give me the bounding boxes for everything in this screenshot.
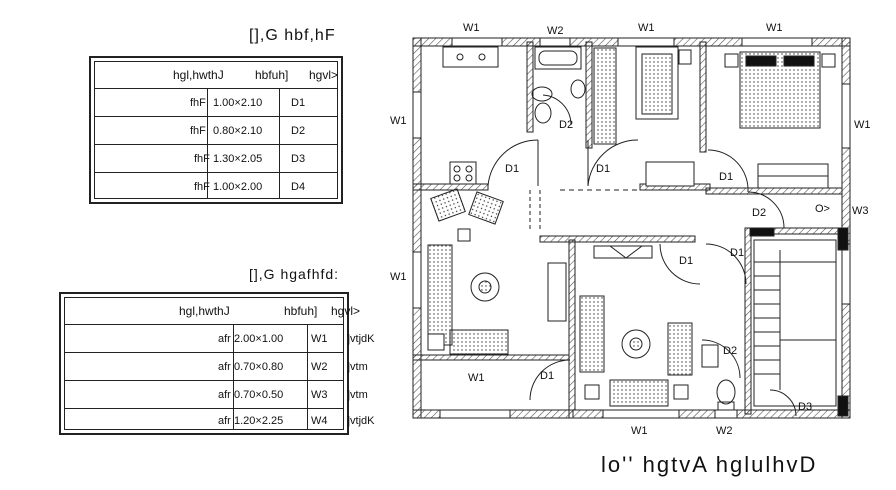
column-divider <box>233 324 234 429</box>
label-w3: W3 <box>852 205 869 217</box>
door-swings <box>487 94 797 417</box>
row-note: ]vtjdK <box>347 333 375 345</box>
table-row: fhF 0.80×2.10 D2 <box>95 116 337 145</box>
row-note: ]vtm <box>347 389 368 401</box>
label-d1: D1 <box>596 163 610 175</box>
row-description: afr <box>218 333 231 345</box>
row-code: W2 <box>311 361 328 373</box>
label-d1: D1 <box>730 247 744 259</box>
label-w1: W1 <box>638 22 655 34</box>
side-mark: O> <box>815 203 830 215</box>
label-w1: W1 <box>631 425 648 437</box>
table-row: fhF 1.30×2.05 D3 <box>95 144 337 173</box>
row-description: fhF <box>194 153 210 165</box>
row-code: W4 <box>311 415 328 427</box>
row-note: ]vtjdK <box>347 415 375 427</box>
label-d2: D2 <box>723 345 737 357</box>
kitchen-fixtures <box>442 46 499 185</box>
label-w1: W1 <box>463 22 480 34</box>
row-size: 2.00×1.00 <box>234 333 284 345</box>
window-header-code: hgvl> <box>331 304 361 318</box>
plan-caption: lo'' hgtvA hglulhvD <box>601 452 818 477</box>
row-code: D1 <box>291 97 306 109</box>
row-size: 1.00×2.10 <box>213 97 263 109</box>
door-schedule-table: hgl,hwthJ hbfuh] hgvl> fhF 1.00×2.10 D1 … <box>89 56 343 204</box>
label-d2: D2 <box>752 207 766 219</box>
label-w1: W1 <box>468 372 485 384</box>
door-header-description: hgl,hwthJ <box>173 68 224 82</box>
row-code: D2 <box>291 125 306 137</box>
row-code: D4 <box>291 181 306 193</box>
row-size: 0.70×0.80 <box>234 361 284 373</box>
label-d1: D1 <box>540 370 554 382</box>
table-row: fhF 1.00×2.00 D4 <box>95 172 337 203</box>
table-row: afr 0.70×0.80 W2 ]vtm <box>65 352 368 381</box>
row-size: 1.00×2.00 <box>213 181 263 193</box>
table-row: afr 0.70×0.50 W3 ]vtm <box>65 380 368 409</box>
row-note: ]vtm <box>347 361 368 373</box>
column-divider <box>307 324 308 429</box>
label-w1: W1 <box>390 271 407 283</box>
window-header-size: hbfuh] <box>284 304 318 318</box>
column-divider <box>279 88 280 198</box>
door-header-code: hgvl> <box>309 68 339 82</box>
row-code: W1 <box>311 333 328 345</box>
row-code: W3 <box>311 389 328 401</box>
row-description: afr <box>218 415 231 427</box>
door-schedule-title: [],G hbf,hF <box>249 27 336 44</box>
label-d1: D1 <box>679 255 693 267</box>
label-d3: D3 <box>798 401 812 413</box>
label-d2: D2 <box>559 119 573 131</box>
plan-labels: W1 W2 W1 W1 W1 W1 W1 W3 W1 W1 W2 D1 D1 D… <box>390 22 871 437</box>
window-schedule-table: hgl,hwthJ hbfuh] hgvl> afr 2.00×1.00 W1 … <box>59 292 375 436</box>
label-w1: W1 <box>854 119 871 131</box>
row-size: 0.80×2.10 <box>213 125 263 137</box>
row-description: afr <box>218 361 231 373</box>
window-schedule-title: [],G hgafhfd: <box>249 266 340 282</box>
row-size: 1.30×2.05 <box>213 153 263 165</box>
door-header-size: hbfuh] <box>255 68 289 82</box>
interior-walls <box>412 41 843 415</box>
row-description: fhF <box>194 181 210 193</box>
table-row: fhF 1.00×2.10 D1 <box>95 88 337 117</box>
living-furniture <box>427 188 693 407</box>
row-description: fhF <box>190 125 206 137</box>
window-header-description: hgl,hwthJ <box>179 304 230 318</box>
bath-fixtures <box>531 46 736 411</box>
label-w1: W1 <box>766 22 783 34</box>
row-size: 1.20×2.25 <box>234 415 284 427</box>
label-w1: W1 <box>390 115 407 127</box>
row-description: afr <box>218 389 231 401</box>
label-w2: W2 <box>716 425 733 437</box>
label-w2: W2 <box>547 25 564 37</box>
table-row: afr 2.00×1.00 W1 ]vtjdK <box>65 324 375 353</box>
staircase <box>749 227 849 417</box>
window-openings <box>412 37 851 419</box>
table-row: afr 1.20×2.25 W4 ]vtjdK <box>65 408 375 436</box>
label-d1: D1 <box>505 163 519 175</box>
row-code: D3 <box>291 153 306 165</box>
column-divider <box>207 88 208 198</box>
row-description: fhF <box>190 97 206 109</box>
bedroom-fixtures <box>645 51 836 189</box>
row-size: 0.70×0.50 <box>234 389 284 401</box>
label-d1: D1 <box>719 171 733 183</box>
